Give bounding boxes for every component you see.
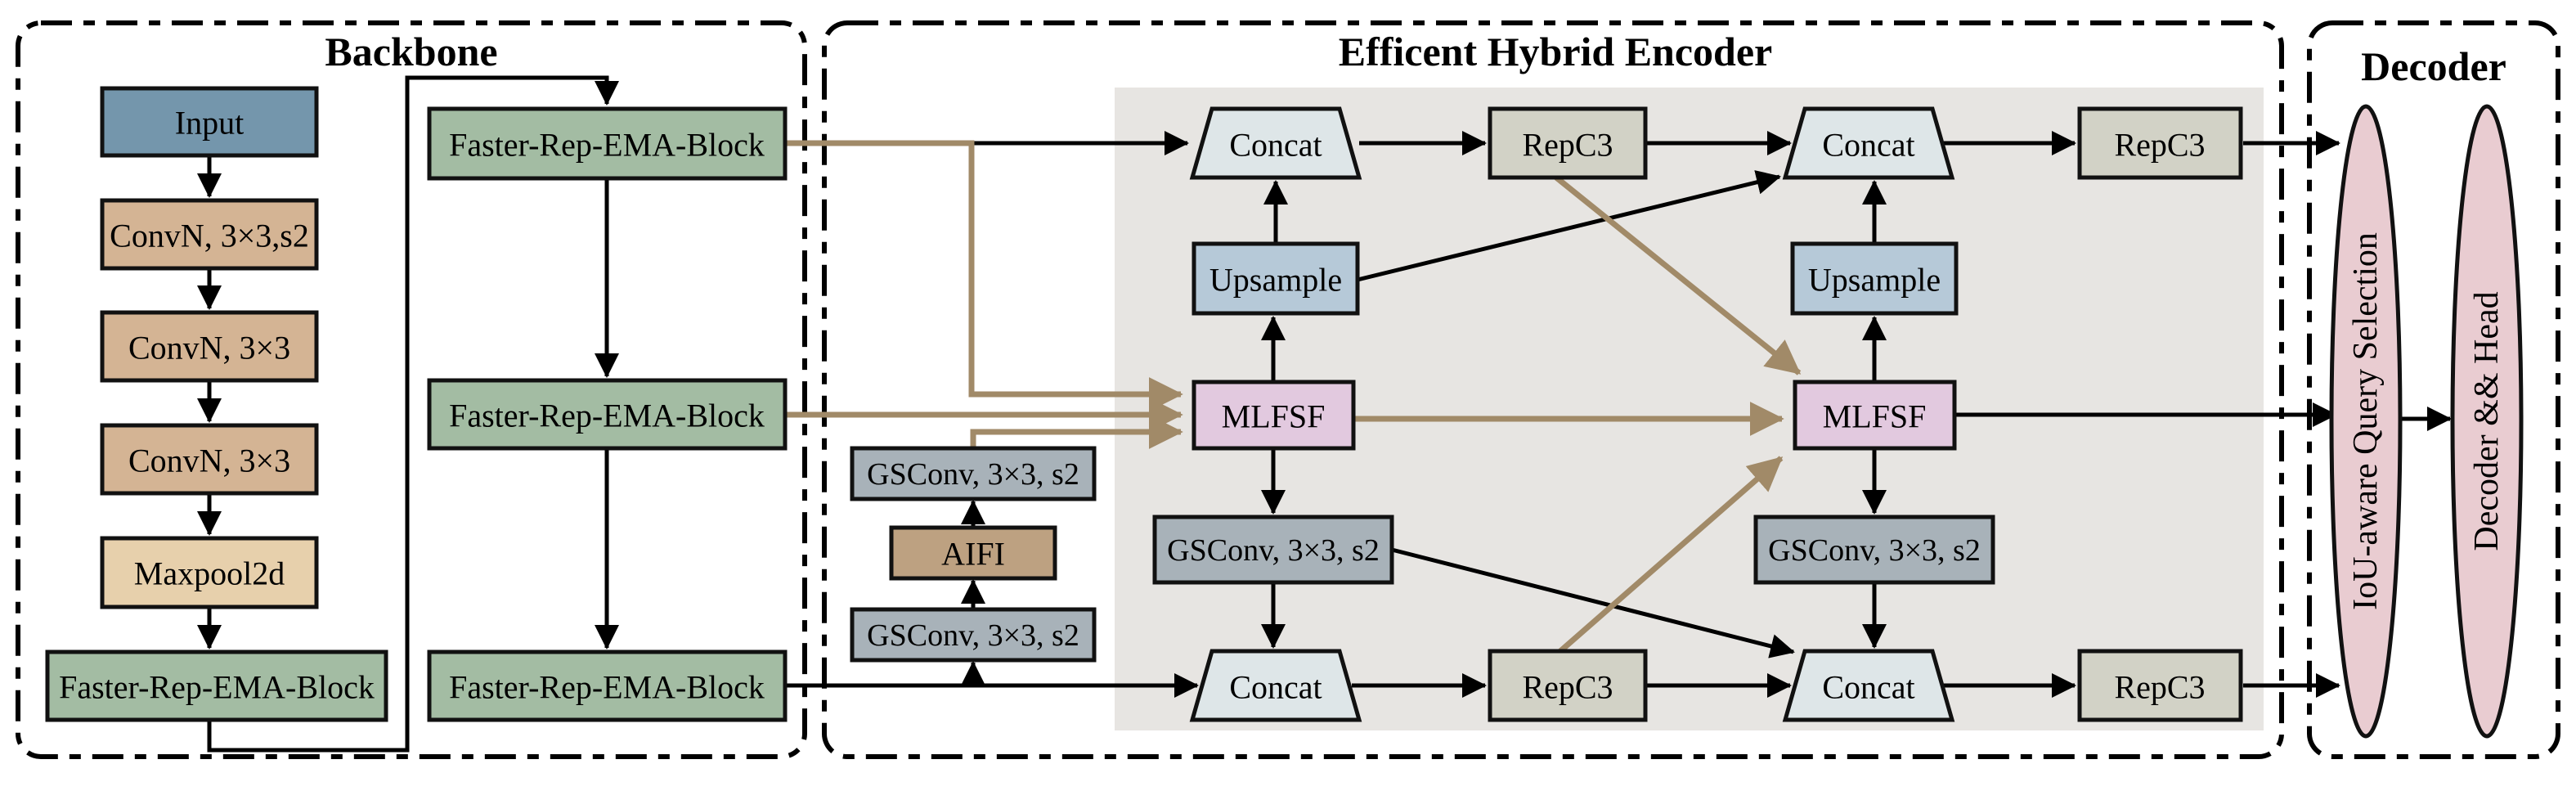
node-concat-b1: Concat [1189,649,1362,722]
node-mlfsf-1: MLFSF [1192,380,1356,451]
node-concat-t1: Concat [1189,106,1362,180]
node-iou-query-selection: IoU-aware Query Selection [2329,104,2403,739]
node-gsconv-in-label: GSConv, 3×3, s2 [867,618,1079,653]
node-iou-query-selection-label: IoU-aware Query Selection [2347,232,2385,610]
node-frema-1: Faster-Rep-EMA-Block [427,106,788,181]
node-mlfsf-2: MLFSF [1793,380,1957,451]
node-frema-3-label: Faster-Rep-EMA-Block [449,669,765,706]
node-frema-1-label: Faster-Rep-EMA-Block [449,127,765,164]
node-concat-t2-label: Concat [1822,127,1914,164]
encoder-nodes: GSConv, 3×3, s2 AIFI GSConv, 3×3, s2 Con… [850,106,2243,722]
edge-fremaleft-frema1-loop [207,75,619,753]
node-repc3-t1: RepC3 [1488,106,1648,180]
node-frema-left-label: Faster-Rep-EMA-Block [59,669,375,706]
node-gsconv-2-label: GSConv, 3×3, s2 [1768,533,1981,568]
node-concat-b1-label: Concat [1229,669,1322,706]
node-upsample-1-label: Upsample [1209,262,1342,299]
backbone-title: Backbone [325,29,497,74]
node-repc3-b1-label: RepC3 [1522,669,1613,706]
node-upsample-2: Upsample [1790,241,1959,316]
node-convn-b: ConvN, 3×3 [100,423,319,496]
node-decoder-head: Decoder && Head [2450,104,2524,739]
node-repc3-b2: RepC3 [2077,649,2243,722]
node-upsample-2-label: Upsample [1808,262,1941,299]
node-maxpool: Maxpool2d [100,536,319,609]
node-gsconv-out: GSConv, 3×3, s2 [850,446,1097,501]
node-aifi-label: AIFI [941,536,1005,573]
decoder-nodes: IoU-aware Query Selection Decoder && Hea… [2329,104,2524,739]
edge-repc3t1-mlfsf2-tan [1554,175,1802,375]
decoder-title: Decoder [2361,43,2506,89]
node-aifi: AIFI [889,525,1057,581]
decoder-panel-border [2307,20,2560,759]
node-concat-b2-label: Concat [1822,669,1914,706]
node-upsample-1: Upsample [1192,241,1360,316]
node-gsconv-2: GSConv, 3×3, s2 [1753,515,1995,585]
node-frema-3: Faster-Rep-EMA-Block [427,649,788,722]
backbone-panel: Backbone [16,20,807,759]
edge-gsconvout-mlfsf1-tan [970,415,1183,449]
encoder-title: Efficent Hybrid Encoder [1339,29,1773,74]
node-frema-left: Faster-Rep-EMA-Block [45,649,388,722]
edge-gsconvmid-concatb2-diagonal [1391,547,1795,658]
node-repc3-t1-label: RepC3 [1522,127,1613,164]
node-gsconv-mid-label: GSConv, 3×3, s2 [1167,533,1380,568]
node-decoder-head-label: Decoder && Head [2468,291,2506,551]
node-gsconv-in: GSConv, 3×3, s2 [850,607,1097,663]
node-convn-s2-label: ConvN, 3×3,s2 [110,218,309,254]
node-convn-a: ConvN, 3×3 [100,310,319,383]
node-mlfsf-2-label: MLFSF [1823,398,1927,435]
node-concat-t1-label: Concat [1229,127,1322,164]
node-gsconv-out-label: GSConv, 3×3, s2 [867,457,1079,492]
fusion-connectors [785,140,1802,654]
backbone-connectors [197,75,619,753]
encoder-connectors [785,131,2453,698]
edge-frema1-mlfsf1-tan [785,140,1183,411]
decoder-panel: Decoder [2307,20,2560,759]
encoder-panel-border [822,20,2284,759]
node-repc3-b2-label: RepC3 [2114,669,2205,706]
node-input-label: Input [175,105,244,142]
node-input: Input [100,86,319,158]
node-mlfsf-1-label: MLFSF [1222,398,1326,435]
node-gsconv-mid: GSConv, 3×3, s2 [1152,515,1394,585]
node-convn-a-label: ConvN, 3×3 [128,330,290,366]
backbone-nodes: Input ConvN, 3×3,s2 ConvN, 3×3 ConvN, 3×… [45,86,788,722]
node-convn-b-label: ConvN, 3×3 [128,443,290,479]
node-repc3-b1: RepC3 [1488,649,1648,722]
node-concat-b2: Concat [1782,649,1955,722]
node-repc3-t2-label: RepC3 [2114,127,2205,164]
node-frema-2-label: Faster-Rep-EMA-Block [449,398,765,434]
node-concat-t2: Concat [1782,106,1955,180]
edge-repc3b1-mlfsf2-tan [1558,456,1784,654]
node-frema-2: Faster-Rep-EMA-Block [427,378,788,451]
node-convn-s2: ConvN, 3×3,s2 [100,198,319,271]
node-repc3-t2: RepC3 [2077,106,2243,180]
backbone-panel-border [16,20,807,759]
edge-upsample1-concat2-diagonal [1357,170,1781,282]
node-maxpool-label: Maxpool2d [134,555,285,592]
